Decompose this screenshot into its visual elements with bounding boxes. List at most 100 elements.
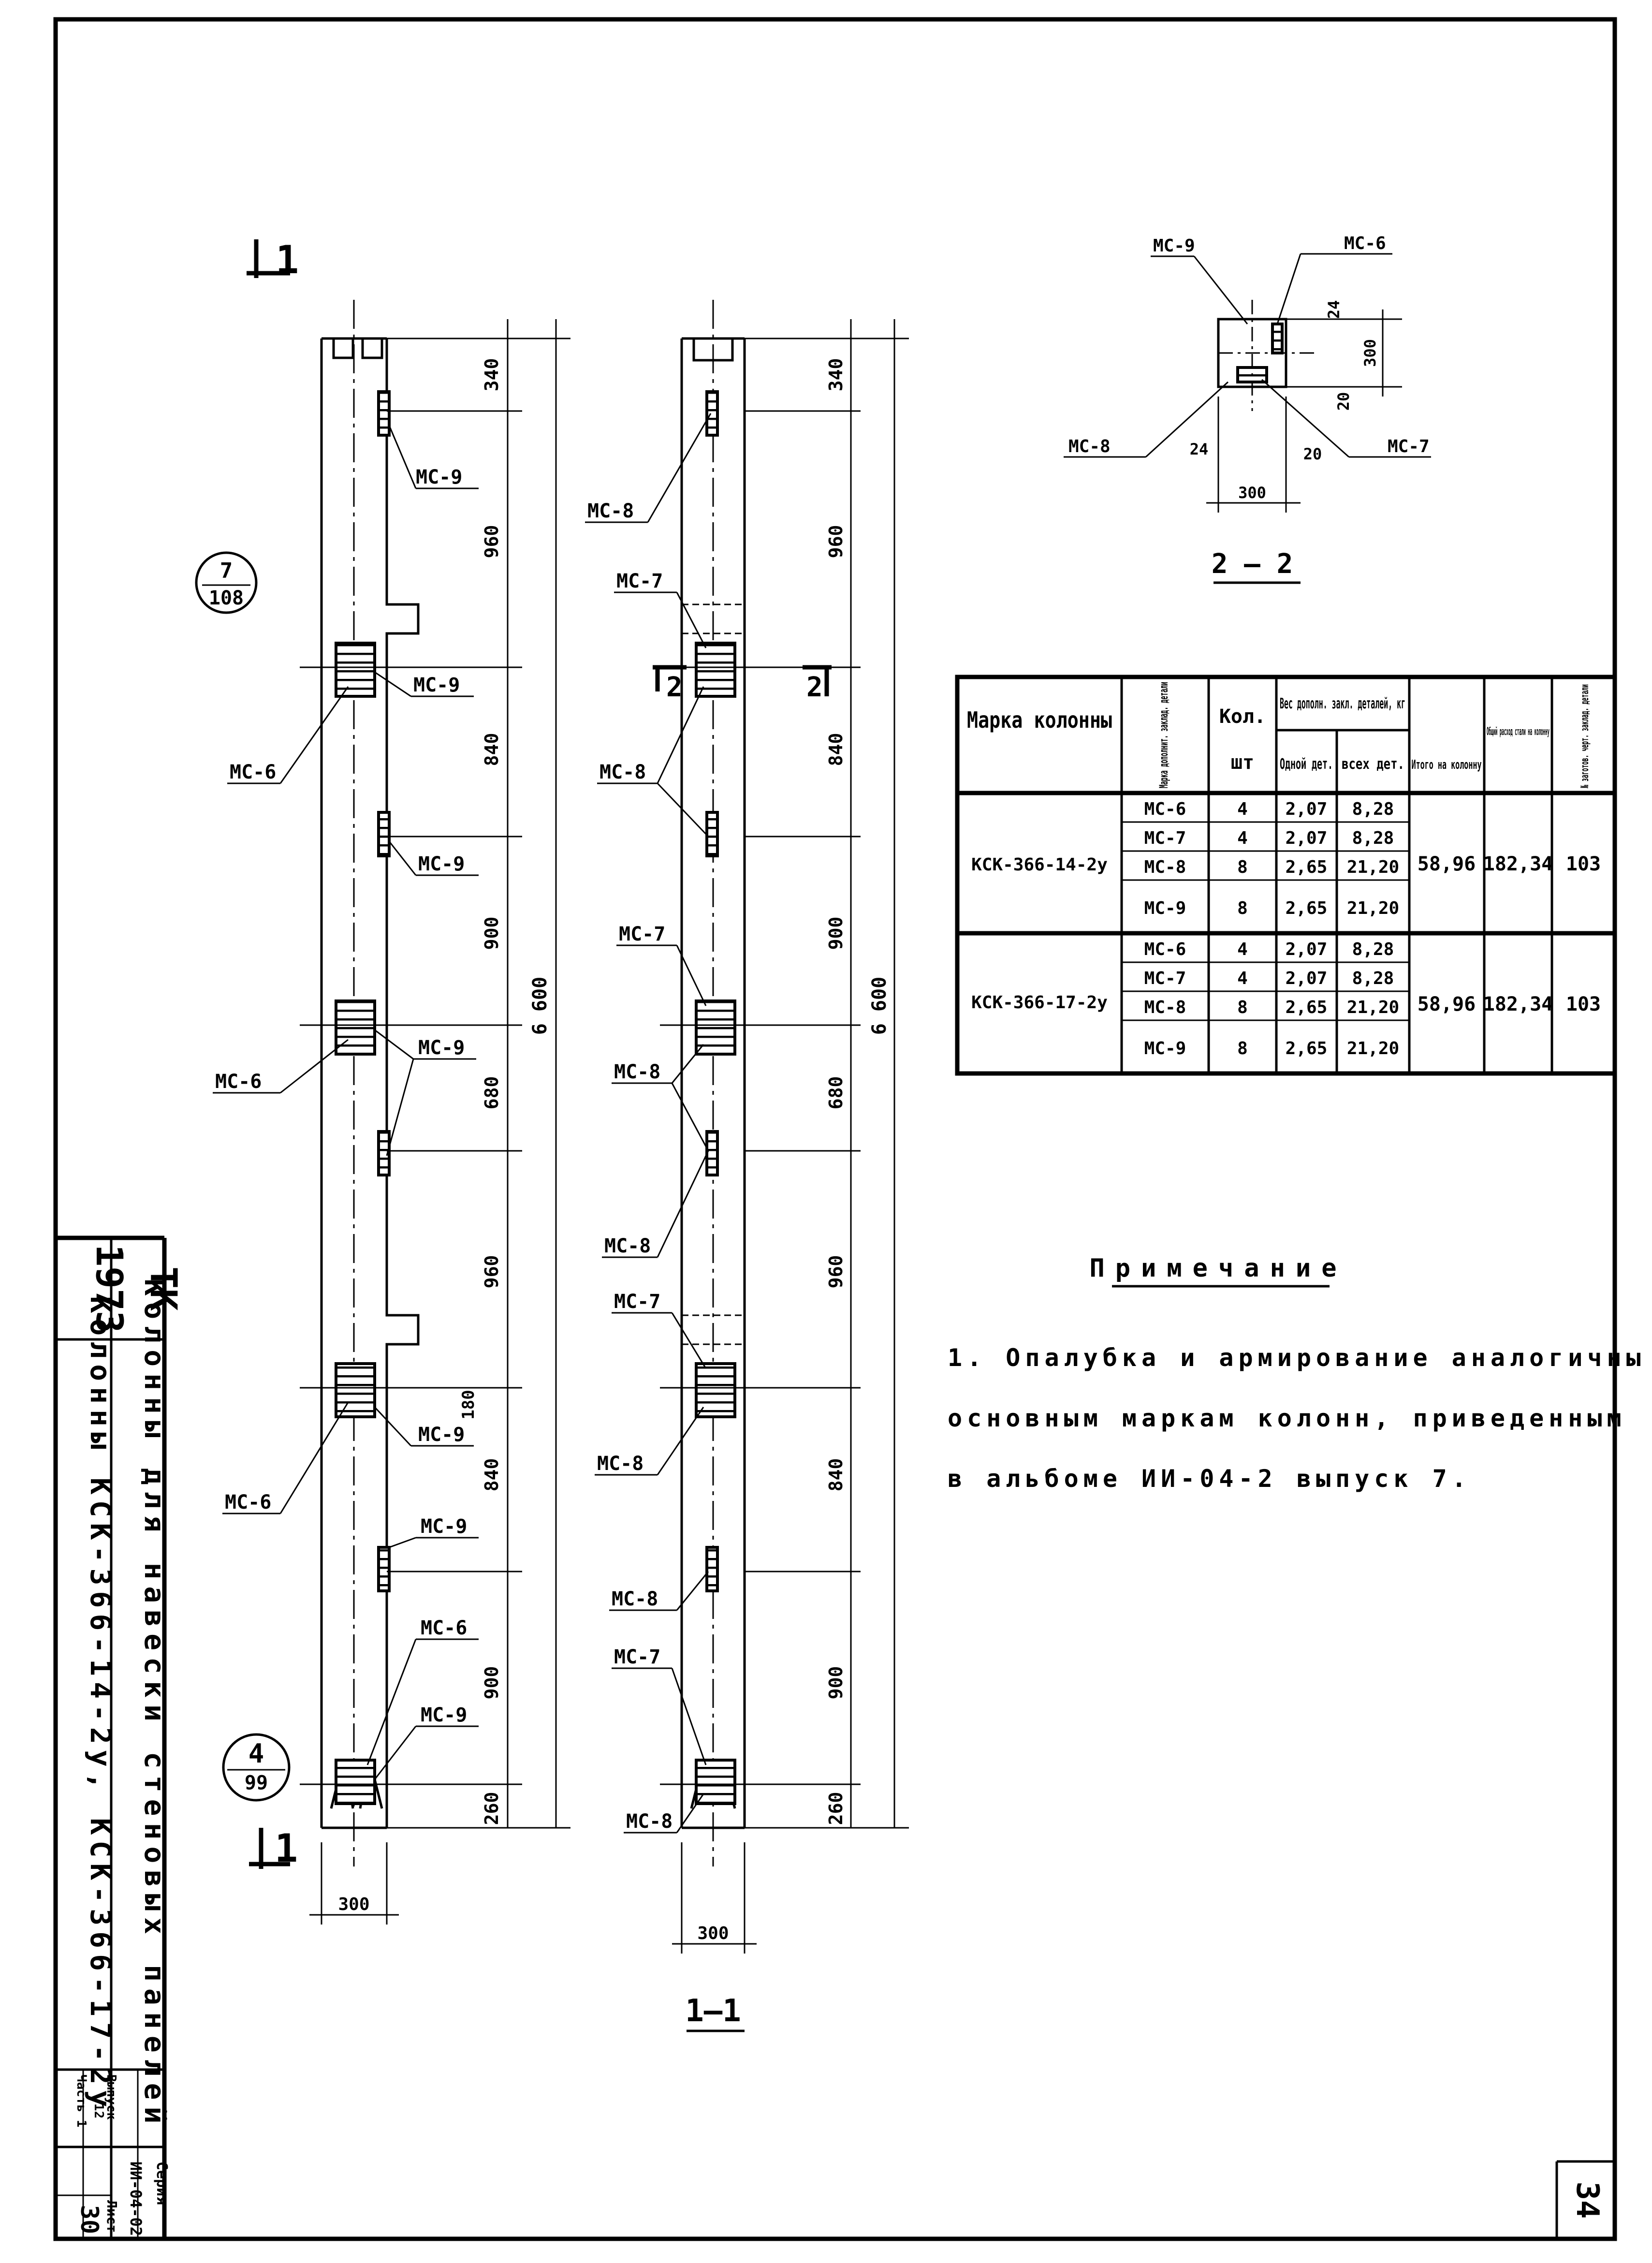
td-g1-r2-one: 2,07	[1286, 828, 1328, 848]
sheet-value: 30	[75, 2205, 103, 2234]
td-g1-r1-all: 8,28	[1352, 799, 1394, 819]
th-obshiy: Общий расход стали на колонну	[1487, 726, 1550, 738]
dim-s11-900b: 900	[825, 1666, 847, 1700]
th-itogo: Итого на колонну	[1412, 758, 1482, 772]
label-s11-10: МС-8	[626, 1810, 672, 1833]
td-g2-r4-all: 21,20	[1347, 1039, 1399, 1058]
td-g1-steel: 182,34	[1483, 853, 1553, 875]
td-g2-r2-one: 2,07	[1286, 969, 1328, 988]
td-g1-r1-one: 2,07	[1286, 799, 1328, 819]
dim-left-260: 260	[481, 1792, 502, 1825]
dim-s11-260: 260	[825, 1792, 847, 1825]
note-line-2: основным маркам колонн, приведенным	[948, 1404, 1626, 1432]
td-g2-total: 58,96	[1418, 993, 1476, 1015]
td-g1-r3-qty: 8	[1237, 857, 1248, 877]
dim-left-840a: 840	[481, 733, 502, 766]
label-22-top-left: МС-9	[1153, 236, 1195, 256]
td-g2-r3-detail: МС-8	[1144, 998, 1186, 1017]
label-s11-5: МС-8	[604, 1235, 651, 1257]
label-s11-4: МС-8	[614, 1061, 660, 1083]
left-labels: МС-9 МС-9 МС-6 МС-9 МС-9 МС-6 МС-9 МС-6 …	[213, 425, 479, 1780]
label-left-7: МС-6	[225, 1491, 271, 1514]
td-g1-r4-qty: 8	[1237, 898, 1248, 918]
dim-s11-960a: 960	[825, 525, 847, 558]
label-22-bottom-left: МС-8	[1068, 437, 1111, 456]
th-marka-detali: Марка дополнит. заклад. детали	[1157, 682, 1170, 788]
td-g1-r4-detail: МС-9	[1144, 898, 1186, 918]
th-zagotov: № заготов. черт. заклад. детали	[1579, 684, 1591, 788]
dim-left-960a: 960	[481, 525, 502, 558]
dim-22-20-bot: 20	[1303, 445, 1322, 463]
th-kol: Кол.	[1219, 705, 1266, 728]
label-left-4: МС-9	[418, 1037, 465, 1059]
dim-left-overall: 6 600	[529, 977, 551, 1035]
td-g1-r4-one: 2,65	[1286, 898, 1328, 918]
th-marka: Марка колонны	[967, 707, 1112, 733]
label-left-6: МС-9	[418, 1424, 465, 1446]
sheet-number-box: 34	[1555, 2160, 1615, 2239]
td-g1-drawing: 103	[1566, 853, 1601, 875]
title-year: 1973	[88, 1244, 131, 1333]
left-elevation: 1 1 340 960	[195, 237, 570, 1925]
dim-22-24-bot: 24	[1190, 440, 1209, 458]
label-s11-7: МС-8	[597, 1453, 643, 1475]
note: Примечание 1. Опалубка и армирование ана…	[948, 1254, 1646, 1493]
ref-top-num: 7	[220, 558, 233, 583]
dim-s11-680: 680	[825, 1076, 847, 1110]
dim-22-300-v: 300	[1361, 339, 1379, 367]
dim-22-300-h: 300	[1238, 484, 1266, 502]
dim-s11-960b: 960	[825, 1255, 847, 1289]
td-g2-r1-one: 2,07	[1286, 940, 1328, 959]
dim-left-680: 680	[481, 1076, 502, 1110]
dim-s11-340: 340	[825, 358, 847, 392]
series-label: Серия	[153, 2161, 170, 2205]
td-g1-r3-detail: МС-8	[1144, 857, 1186, 877]
issue-value: 12	[91, 2103, 106, 2118]
section-2-2-title: 2 — 2	[1212, 548, 1293, 580]
label-22-top-right: МС-6	[1344, 234, 1386, 253]
label-left-2: МС-6	[230, 761, 276, 783]
td-g2-r1-detail: МС-6	[1144, 940, 1186, 959]
label-22-bottom-right: МС-7	[1388, 437, 1430, 456]
td-g1-r2-all: 8,28	[1352, 828, 1394, 848]
td-g2-r2-qty: 4	[1237, 969, 1248, 988]
dim-left-840b: 840	[481, 1458, 502, 1492]
note-line-1: 1. Опалубка и армирование аналогичны	[948, 1344, 1646, 1372]
issue-label: Выпуск	[104, 2074, 118, 2120]
td-g2-r3-one: 2,65	[1286, 998, 1328, 1017]
title-line-1: Колонны для навески стеновых панелей	[138, 1278, 171, 2130]
td-g2-steel: 182,34	[1483, 993, 1553, 1015]
label-s11-2: МС-8	[599, 761, 646, 783]
td-g2-r3-qty: 8	[1237, 998, 1248, 1017]
title-line-2: Колонны КСК-366-14-2у, КСК-366-17-2у	[84, 1296, 117, 2113]
dim-22-20-v: 20	[1334, 392, 1353, 411]
section-mark-1-bottom: 1	[275, 1826, 298, 1871]
dim-s11-900a: 900	[825, 917, 847, 950]
section-2-2: 24 300 20 24 20 300 МС-9 МС-6 МС-8 МС-7 …	[1064, 234, 1431, 584]
td-g1-r3-all: 21,20	[1347, 857, 1399, 877]
dim-left-340: 340	[481, 358, 502, 392]
part-label: Часть 1	[74, 2074, 88, 2128]
td-g2-r1-all: 8,28	[1352, 940, 1394, 959]
dim-left-960b: 960	[481, 1255, 502, 1289]
td-g2-r4-qty: 8	[1237, 1039, 1248, 1058]
label-s11-1: МС-7	[616, 570, 663, 592]
dim-s11-840b: 840	[825, 1458, 847, 1492]
section-mark-2-left: 2	[666, 672, 683, 703]
sheet-label: Лист	[104, 2200, 120, 2233]
td-mark-2: КСК-366-17-2у	[971, 993, 1108, 1013]
dim-s11-overall: 6 600	[868, 977, 891, 1035]
td-mark-1: КСК-366-14-2у	[971, 855, 1108, 875]
label-left-5: МС-6	[215, 1071, 262, 1093]
td-g2-r2-detail: МС-7	[1144, 969, 1186, 988]
label-s11-6: МС-7	[614, 1291, 660, 1313]
label-left-3: МС-9	[418, 853, 465, 875]
ref-top-den: 108	[209, 587, 244, 609]
section-1-1: 2 2 340 960 840 900 680 960 840 900 260 …	[585, 300, 909, 2032]
label-left-8: МС-9	[421, 1515, 467, 1538]
materials-table: Марка колонны Марка дополнит. заклад. де…	[955, 675, 1617, 1076]
label-left-1: МС-9	[413, 674, 460, 696]
section-mark-2-right: 2	[806, 672, 823, 703]
width-dim-s11: 300	[697, 1924, 729, 1943]
